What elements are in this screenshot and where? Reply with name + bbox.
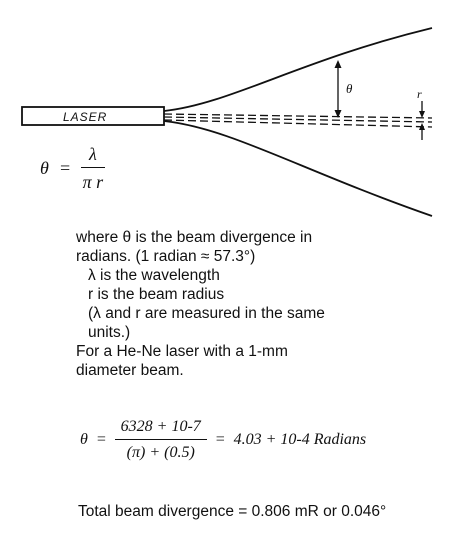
explanation-line: r is the beam radius [88, 286, 225, 303]
formula1-numerator: λ [81, 144, 105, 168]
beam-reference-lower [163, 119, 433, 128]
explanation-line: λ is the wavelength [88, 267, 220, 284]
beam-lower-edge [163, 120, 433, 217]
explanation-line: diameter beam. [76, 362, 184, 379]
formula2-lhs: θ [80, 431, 88, 448]
explanation-line: For a He-Ne laser with a 1-mm [76, 343, 288, 360]
formula2-result: 4.03 + 10-4 Radians [233, 431, 367, 448]
formula2-numerator: 6328 + 10-7 [114, 418, 207, 440]
explanation-line: where θ is the beam divergence in [76, 229, 313, 246]
calculation-formula: θ = 6328 + 10-7 (π) + (0.5) = 4.03 + 10-… [80, 418, 366, 462]
theta-arrow-head-bottom [334, 110, 342, 118]
beam-reference-mid [163, 116, 433, 123]
divergence-formula: θ = λ π r [40, 144, 105, 193]
explanation-line: units.) [88, 324, 131, 341]
beam-reference-upper [163, 113, 433, 119]
laser-label: LASER [63, 110, 107, 124]
radius-arrow-head-bottom [419, 123, 425, 130]
laser-body [21, 106, 165, 126]
formula2-equals: = [95, 431, 107, 448]
formula1-equals: = [58, 158, 71, 178]
formula2-denominator: (π) + (0.5) [126, 444, 195, 461]
beam-upper-edge [163, 27, 433, 112]
formula2-fraction: 6328 + 10-7 (π) + (0.5) [114, 418, 207, 462]
formula2-equals-2: = [214, 431, 226, 448]
total-divergence: Total beam divergence = 0.806 mR or 0.04… [78, 503, 387, 520]
theta-arrow-head-top [334, 60, 342, 68]
explanation-line: radians. (1 radian ≈ 57.3°) [76, 248, 256, 265]
theta-label: θ [346, 81, 353, 96]
explanation-text: where θ is the beam divergence in radian… [76, 228, 436, 380]
formula1-denominator: π r [82, 172, 104, 192]
formula1-fraction: λ π r [81, 144, 105, 193]
radius-label: r [417, 87, 422, 101]
radius-arrow-head-top [419, 111, 425, 118]
explanation-line: (λ and r are measured in the same [88, 305, 325, 322]
laser-beam-diagram: LASER θ r [21, 27, 433, 217]
formula1-lhs: θ [40, 158, 49, 178]
